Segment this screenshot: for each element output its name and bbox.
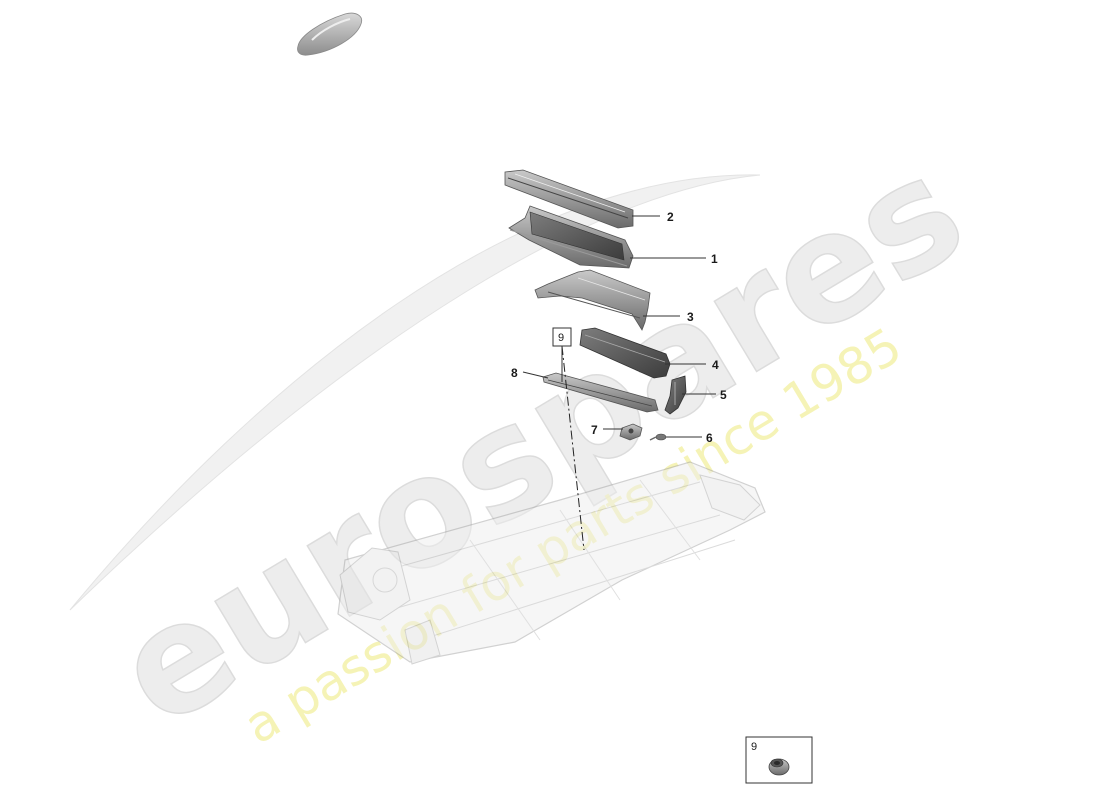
- callout-6: 6: [706, 431, 713, 445]
- car-silhouette-icon: [297, 12, 363, 56]
- watermark-swoosh: [69, 174, 761, 611]
- callout-4: 4: [712, 358, 719, 372]
- callout-labels: 2 1 3 4 5 6 7 8: [511, 210, 727, 445]
- part-7-mounting-bracket: [619, 423, 643, 441]
- callout-8: 8: [511, 366, 518, 380]
- part-1-cowl-panel: [508, 205, 634, 269]
- callout-5: 5: [720, 388, 727, 402]
- part-4-cross-member-reinforcement: [579, 327, 671, 379]
- part-2-cowl-panel-upper: [504, 169, 634, 229]
- callout-1: 1: [711, 252, 718, 266]
- callout-7: 7: [591, 423, 598, 437]
- callout-9-box: 9: [552, 327, 572, 347]
- part-9-alignment-line: [561, 345, 585, 551]
- part-5-side-bracket: [664, 375, 687, 415]
- leader-lines: [522, 215, 716, 438]
- detail-box-part-9: 9: [745, 736, 813, 784]
- part-6-bolt-icon: [649, 433, 667, 441]
- grommet-icon: [768, 758, 790, 776]
- callout-3: 3: [687, 310, 694, 324]
- part-3-bulkhead-cross-member: [534, 269, 651, 331]
- chassis-floor-assembly: [337, 461, 766, 665]
- detail-box-label: 9: [751, 741, 757, 753]
- callout-9: 9: [558, 332, 564, 344]
- callout-2: 2: [667, 210, 674, 224]
- part-8-bracket-strut: [542, 372, 659, 413]
